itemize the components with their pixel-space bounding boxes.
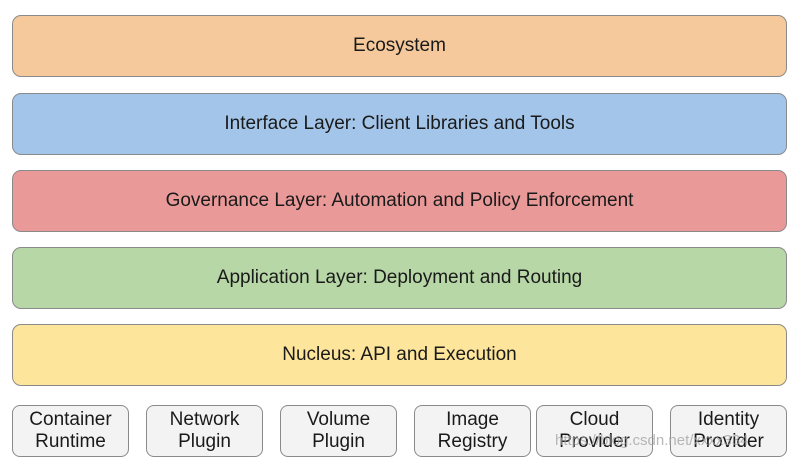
layer-label: Ecosystem — [353, 35, 446, 56]
component-network-plugin: Network Plugin — [146, 405, 263, 457]
component-line1: Cloud — [569, 409, 620, 430]
layer-label: Nucleus: API and Execution — [282, 344, 517, 365]
component-line2: Plugin — [178, 431, 231, 452]
layer-nucleus: Nucleus: API and Execution — [12, 324, 787, 386]
layer-governance: Governance Layer: Automation and Policy … — [12, 170, 787, 232]
component-line2: Provider — [559, 431, 630, 452]
component-line2: Provider — [693, 431, 764, 452]
component-volume-plugin: Volume Plugin — [280, 405, 397, 457]
component-line2: Plugin — [312, 431, 365, 452]
component-image-registry: Image Registry — [414, 405, 531, 457]
layer-label: Application Layer: Deployment and Routin… — [216, 267, 583, 288]
component-line1: Container — [29, 409, 112, 430]
component-cloud-provider: Cloud Provider — [536, 405, 653, 457]
component-identity-provider: Identity Provider — [670, 405, 787, 457]
component-line1: Volume — [306, 409, 371, 430]
component-line1: Network — [169, 409, 240, 430]
component-line1: Identity — [697, 409, 760, 430]
layer-ecosystem: Ecosystem — [12, 15, 787, 77]
component-container-runtime: Container Runtime — [12, 405, 129, 457]
layer-label: Governance Layer: Automation and Policy … — [165, 190, 634, 211]
component-line2: Registry — [437, 431, 508, 452]
component-line2: Runtime — [35, 431, 106, 452]
layer-interface: Interface Layer: Client Libraries and To… — [12, 93, 787, 155]
component-line1: Image — [446, 409, 499, 430]
layer-label: Interface Layer: Client Libraries and To… — [224, 113, 575, 134]
layer-application: Application Layer: Deployment and Routin… — [12, 247, 787, 309]
